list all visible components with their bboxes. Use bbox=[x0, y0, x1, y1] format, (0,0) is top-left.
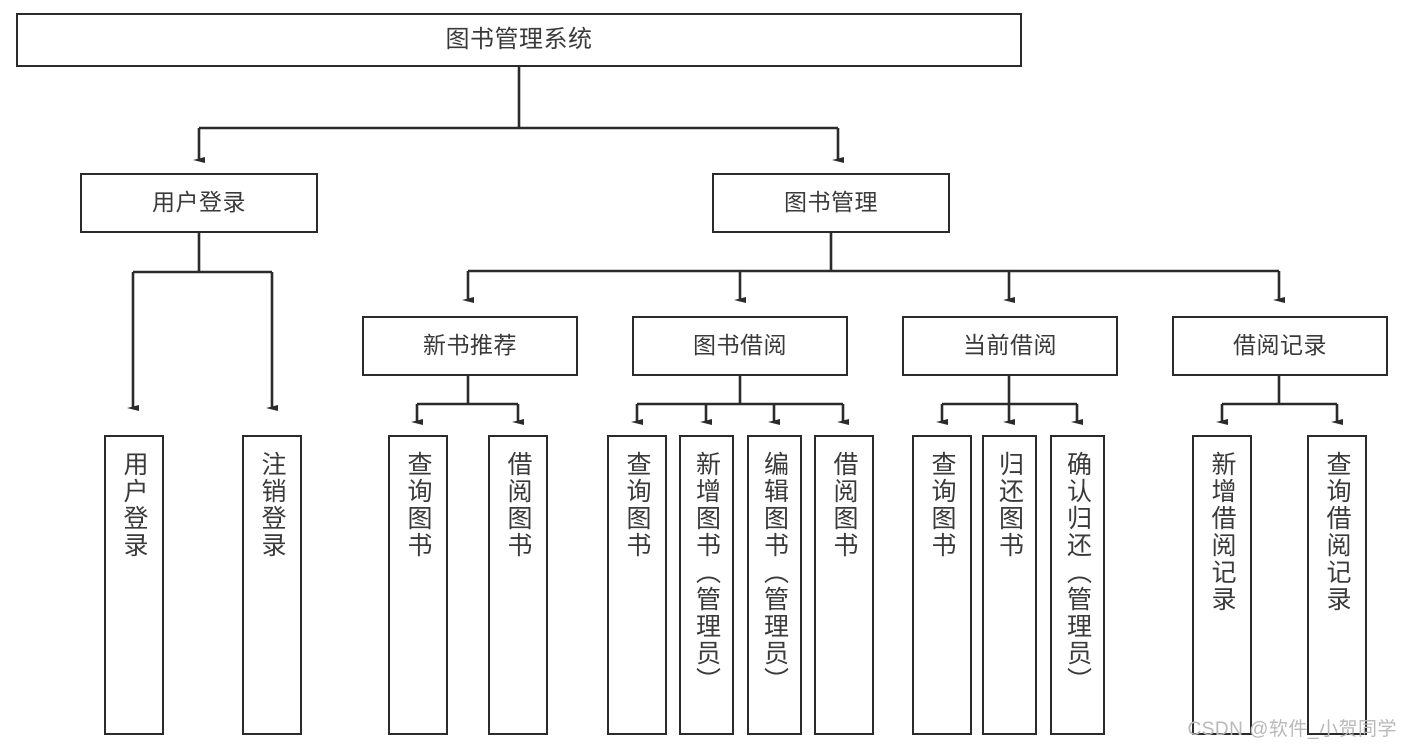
node-label: 图书管理系统 bbox=[445, 25, 593, 53]
node-leaf-query-book-1[interactable]: 查询图书 bbox=[388, 435, 448, 735]
csdn-watermark: CSDN @软件_小贺同学 bbox=[1187, 719, 1397, 740]
node-leaf-return-book[interactable]: 归还图书 bbox=[982, 435, 1037, 735]
node-leaf-add-record[interactable]: 新增借阅记录 bbox=[1192, 435, 1252, 735]
node-label: 编辑图书（管理员） bbox=[760, 451, 789, 694]
node-label: 用户登录 bbox=[120, 451, 148, 559]
node-leaf-edit-book[interactable]: 编辑图书（管理员） bbox=[747, 435, 802, 735]
node-label: 借阅图书 bbox=[830, 451, 858, 559]
node-leaf-query-book-2[interactable]: 查询图书 bbox=[607, 435, 667, 735]
node-leaf-borrow-book-1[interactable]: 借阅图书 bbox=[488, 435, 548, 735]
node-label: 借阅记录 bbox=[1233, 332, 1327, 359]
node-label: 新增图书（管理员） bbox=[692, 451, 721, 694]
node-label: 注销登录 bbox=[258, 451, 286, 559]
node-label: 借阅图书 bbox=[504, 451, 532, 559]
node-current-borrow[interactable]: 当前借阅 bbox=[902, 316, 1118, 376]
node-book-borrow[interactable]: 图书借阅 bbox=[632, 316, 848, 376]
node-label: 归还图书 bbox=[995, 451, 1024, 559]
node-label: 当前借阅 bbox=[963, 332, 1057, 359]
node-leaf-borrow-book-2[interactable]: 借阅图书 bbox=[814, 435, 874, 735]
node-leaf-query-book-3[interactable]: 查询图书 bbox=[912, 435, 972, 735]
node-label: 用户登录 bbox=[152, 189, 246, 216]
node-leaf-logout[interactable]: 注销登录 bbox=[242, 435, 302, 735]
node-new-book-recommend[interactable]: 新书推荐 bbox=[362, 316, 578, 376]
node-label: 图书管理 bbox=[784, 189, 878, 216]
node-book-management[interactable]: 图书管理 bbox=[712, 173, 950, 233]
node-label: 图书借阅 bbox=[693, 332, 787, 359]
node-label: 查询图书 bbox=[404, 451, 432, 559]
node-leaf-query-record[interactable]: 查询借阅记录 bbox=[1307, 435, 1367, 735]
node-borrow-record[interactable]: 借阅记录 bbox=[1172, 316, 1388, 376]
node-user-login[interactable]: 用户登录 bbox=[80, 173, 318, 233]
node-leaf-add-book[interactable]: 新增图书（管理员） bbox=[679, 435, 734, 735]
node-label: 查询借阅记录 bbox=[1323, 451, 1351, 613]
node-leaf-user-login[interactable]: 用户登录 bbox=[104, 435, 164, 735]
node-leaf-confirm-return[interactable]: 确认归还（管理员） bbox=[1050, 435, 1105, 735]
node-root-book-management-system[interactable]: 图书管理系统 bbox=[16, 13, 1022, 67]
node-label: 新增借阅记录 bbox=[1208, 451, 1236, 613]
node-label: 新书推荐 bbox=[423, 332, 517, 359]
node-label: 查询图书 bbox=[623, 451, 651, 559]
node-label: 查询图书 bbox=[928, 451, 956, 559]
node-label: 确认归还（管理员） bbox=[1063, 451, 1092, 694]
